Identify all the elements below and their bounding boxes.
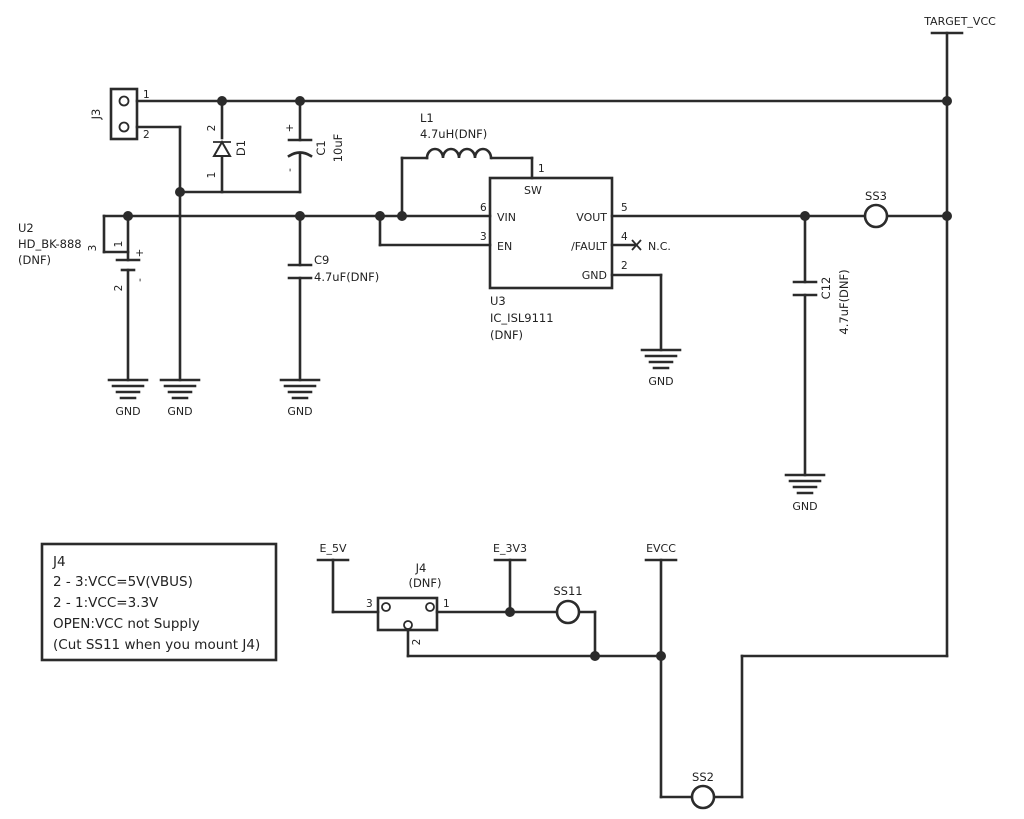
u2-pin3: 3 (87, 245, 99, 252)
c12-capacitor: C12 4.7uF(DNF) (792, 269, 851, 335)
c9-capacitor: C9 4.7uF(DNF) (287, 253, 379, 284)
ss2-ref: SS2 (692, 770, 714, 784)
d1-ref: D1 (234, 140, 248, 156)
ground-label-j3: GND (167, 405, 192, 418)
j4-dnf: (DNF) (408, 576, 441, 590)
ground-symbol-c9: GND (279, 378, 321, 418)
u3-pinnum-vin: 6 (480, 202, 487, 214)
ground-symbol-c12: GND (784, 473, 826, 513)
u3-pinnum-sw: 1 (538, 163, 545, 175)
j3-ref: J3 (89, 109, 103, 121)
u3-pin-vin-label: VIN (497, 211, 516, 224)
net-label-evcc: EVCC (646, 542, 676, 555)
ground-symbol-u2: GND (107, 378, 149, 418)
nc-label: N.C. (648, 240, 671, 253)
u3-pinnum-en: 3 (480, 231, 487, 243)
j4-pin3: 3 (366, 598, 373, 610)
u2-dnf: (DNF) (18, 253, 51, 267)
c1-ref: C1 (314, 140, 328, 155)
ss11-ref: SS11 (553, 584, 582, 598)
d1-pin2: 2 (206, 125, 218, 132)
u2-battery: U2 HD_BK-888 (DNF) 3 1 2 + - (18, 221, 146, 291)
l1-inductor: L1 4.7uH(DNF) (420, 111, 493, 160)
l1-value: 4.7uH(DNF) (420, 127, 487, 141)
u2-ref: U2 (18, 221, 34, 235)
j3-pin2: 2 (143, 129, 150, 141)
ground-symbols: GND GND GND GND GND (107, 348, 826, 513)
c1-minus: - (284, 168, 296, 172)
ground-label-u2: GND (115, 405, 140, 418)
net-label-e5v: E_5V (320, 542, 347, 555)
c12-value: 4.7uF(DNF) (837, 269, 851, 334)
note-line-4: (Cut SS11 when you mount J4) (53, 637, 260, 653)
u2-plus: + (134, 249, 146, 258)
u2-part: HD_BK-888 (18, 237, 82, 251)
c9-ref: C9 (314, 253, 329, 267)
d1-diode: D1 2 1 (206, 125, 248, 179)
ss3-ref: SS3 (865, 189, 887, 203)
c1-capacitor: + - C1 10uF (284, 124, 345, 172)
u3-pin-fault-label: /FAULT (571, 240, 607, 253)
j4-jumper[interactable]: J4 (DNF) 3 1 2 (366, 561, 450, 645)
note-line-2: 2 - 1:VCC=3.3V (53, 595, 159, 611)
c1-plus: + (284, 124, 296, 133)
u3-pinnum-vout: 5 (621, 202, 628, 214)
ss11-solder-spot[interactable]: SS11 (553, 584, 583, 625)
note-line-3: OPEN:VCC not Supply (53, 616, 200, 632)
u3-ic: SW VIN EN VOUT /FAULT GND 1 6 3 5 4 2 U3… (480, 163, 671, 342)
note-line-1: 2 - 3:VCC=5V(VBUS) (53, 574, 193, 590)
c12-ref: C12 (819, 277, 833, 300)
j3-connector: J3 1 2 (89, 87, 150, 141)
u3-pinnum-fault: 4 (621, 231, 628, 243)
ground-symbol-u3: GND (640, 348, 682, 388)
ground-label-u3: GND (648, 375, 673, 388)
j4-pin1: 1 (443, 598, 450, 610)
u3-pin-gnd-label: GND (582, 269, 607, 282)
u3-pinnum-gnd: 2 (621, 260, 628, 272)
u3-pin-vout-label: VOUT (576, 211, 607, 224)
ground-label-c12: GND (792, 500, 817, 513)
ss3-solder-spot[interactable]: SS3 (863, 189, 889, 229)
d1-pin1: 1 (206, 172, 218, 179)
ss2-solder-spot[interactable]: SS2 (690, 770, 716, 810)
u2-pin2: 2 (113, 285, 125, 292)
ground-label-c9: GND (287, 405, 312, 418)
ground-symbol-j3: GND (159, 378, 201, 418)
j4-note-box: J4 2 - 3:VCC=5V(VBUS) 2 - 1:VCC=3.3V OPE… (40, 542, 278, 662)
u3-part: IC_ISL9111 (490, 311, 554, 325)
c9-value: 4.7uF(DNF) (314, 270, 379, 284)
u3-dnf: (DNF) (490, 328, 523, 342)
j3-pin1: 1 (143, 89, 150, 101)
l1-ref: L1 (420, 111, 434, 125)
u3-pin-en-label: EN (497, 240, 512, 253)
j4-pin2: 2 (411, 639, 423, 646)
c1-value: 10uF (331, 134, 345, 163)
wires (102, 31, 964, 799)
note-title: J4 (52, 554, 66, 570)
u2-minus: - (134, 278, 146, 282)
j4-ref: J4 (415, 561, 427, 575)
u2-pin1: 1 (113, 241, 125, 248)
u3-ref: U3 (490, 294, 506, 308)
net-label-e3v3: E_3V3 (493, 542, 527, 555)
net-label-target-vcc: TARGET_VCC (923, 15, 996, 28)
junction-dots (123, 96, 952, 661)
u3-pin-sw-label: SW (524, 184, 542, 197)
